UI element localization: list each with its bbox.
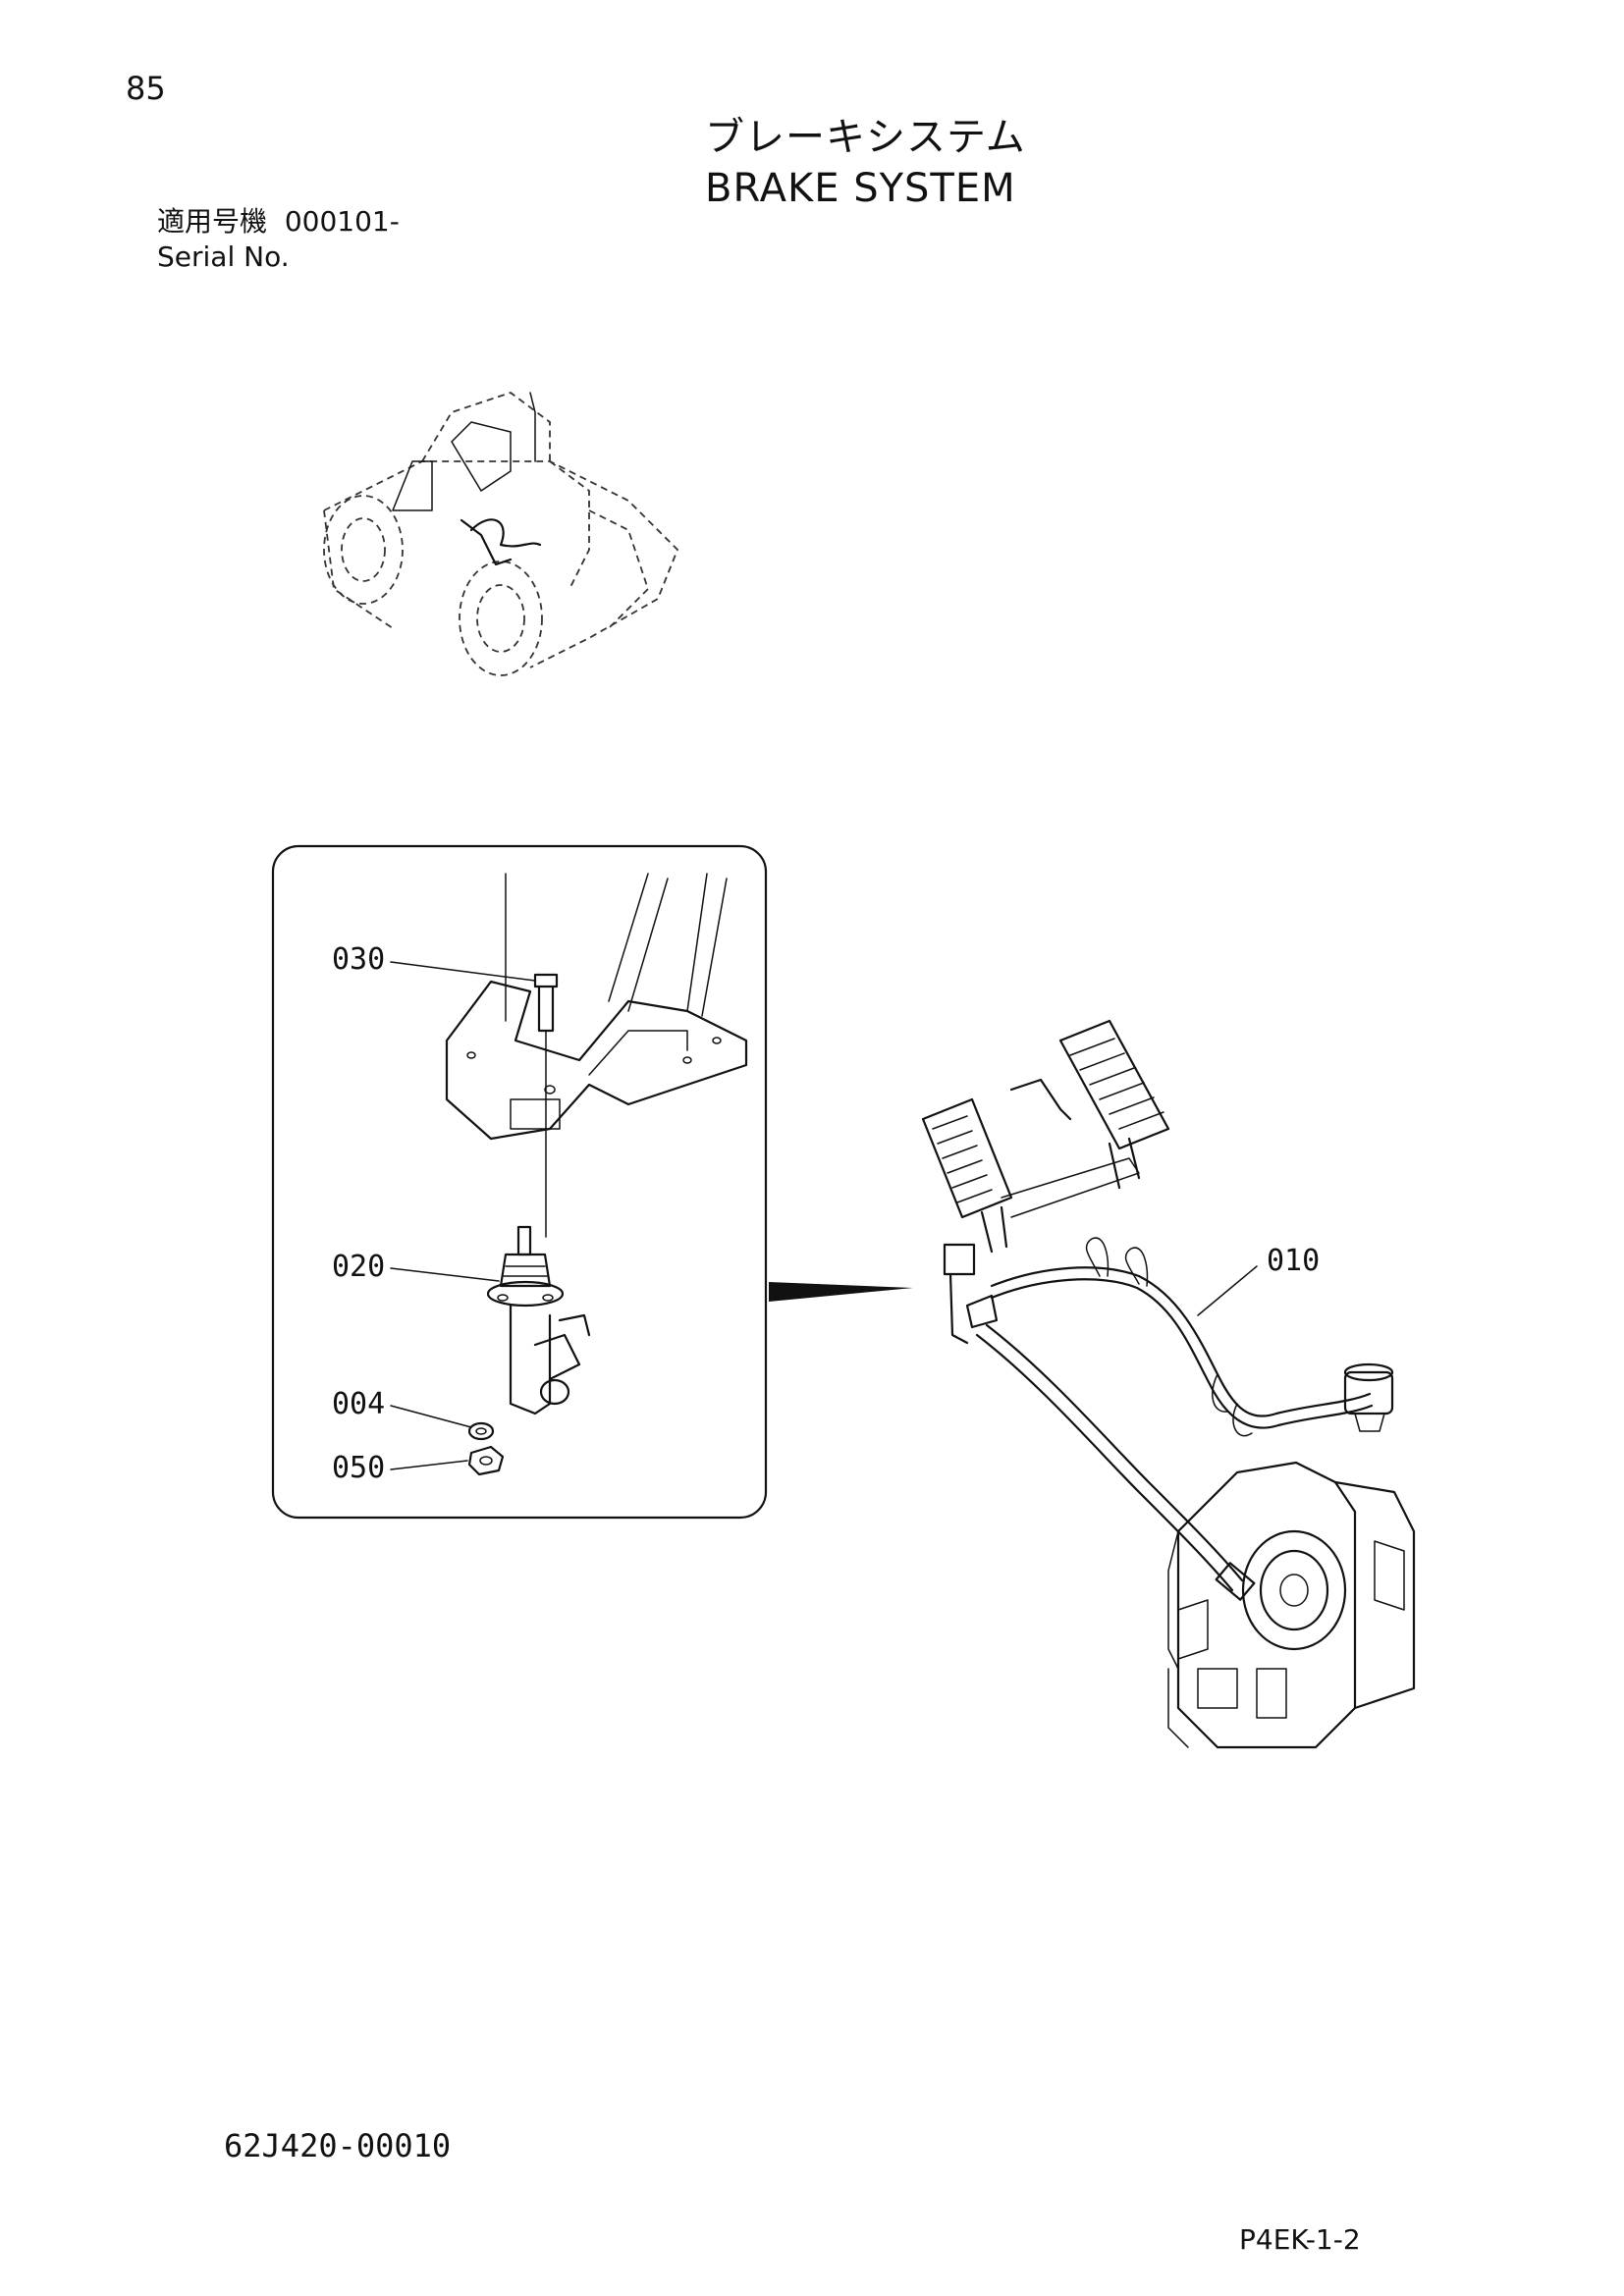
page-title-japanese: ブレーキシステム — [705, 115, 1026, 160]
callout-010: 010 — [1267, 1244, 1321, 1278]
page-title: BRAKE SYSTEM — [705, 166, 1016, 211]
page-number: 85 — [126, 70, 166, 107]
callout-050: 050 — [332, 1451, 386, 1485]
brake-pedal-harness-illustration — [921, 1019, 1416, 1749]
drawing-number: 62J420-00010 — [224, 2127, 452, 2164]
reference-arrow — [769, 1282, 913, 1302]
serial-label-japanese: 適用号機 — [157, 205, 268, 238]
serial-line-japanese: 適用号機 000101- — [157, 208, 400, 236]
callout-004: 004 — [332, 1387, 386, 1421]
callout-030: 030 — [332, 942, 386, 977]
brake-switch-detail-illustration — [390, 873, 748, 1476]
page-code: P4EK-1-2 — [1239, 2223, 1361, 2256]
callout-020: 020 — [332, 1250, 386, 1284]
serial-value: 000101- — [284, 205, 400, 238]
machine-overview-illustration — [323, 391, 679, 676]
serial-label: Serial No. — [157, 240, 290, 273]
detail-frame — [271, 844, 768, 1520]
